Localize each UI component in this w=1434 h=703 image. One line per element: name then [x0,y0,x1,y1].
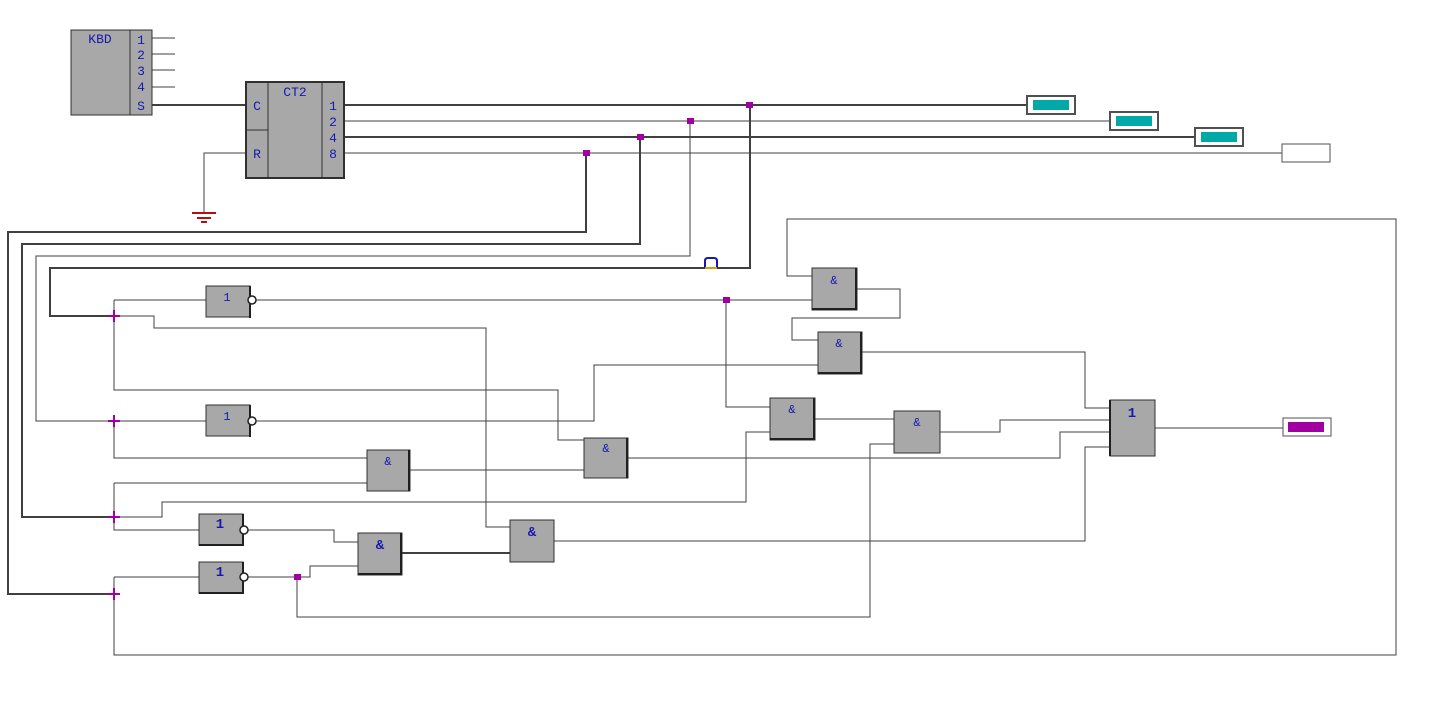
indicator-lamp[interactable] [1194,127,1244,147]
counter-block[interactable]: CT2 C R 1 2 4 8 [245,81,345,179]
wire-q1-tap [716,105,751,269]
and-gate[interactable]: & [357,532,403,576]
counter-output: 1 [329,99,337,114]
indicator-lamp[interactable] [1281,143,1331,163]
inverter-bubble [239,572,249,582]
wire-not1-branch [725,300,770,408]
gate-symbol: & [376,538,385,554]
ground-icon [192,212,216,223]
wire-q2-bus [35,121,691,422]
not-gate[interactable]: 1 [205,404,257,437]
wire-and7-out [791,288,901,341]
gate-symbol: 1 [216,517,224,533]
junction [746,102,753,108]
wire-q8-loop [113,218,1397,656]
wire-not2-out [256,364,818,422]
counter-output: 4 [329,131,337,146]
wire-q8-bus [7,153,587,595]
not-gate[interactable]: 1 [198,513,249,546]
and-gate[interactable]: & [583,437,629,479]
junction [637,134,644,140]
gate-symbol: & [528,525,537,541]
gate-symbol: 1 [223,291,230,305]
counter-output: 2 [329,115,337,130]
gate-symbol: 1 [216,565,224,581]
keyboard-pin: 2 [137,48,145,63]
gate-symbol: & [384,455,391,469]
wire-q1-branch [113,300,584,441]
counter-input: C [253,99,261,114]
wire-q1-and [114,315,510,528]
wire-and8-out [862,351,1110,409]
junction [294,574,301,580]
junction [583,150,590,156]
indicator-lamp[interactable] [1026,95,1076,115]
wire-not4-out [248,565,358,578]
gate-symbol: & [913,416,920,430]
wire-jumper-icon [704,257,718,268]
wire-q4-and [114,431,770,518]
counter-title: CT2 [283,85,306,100]
and-gate[interactable]: & [509,519,555,563]
gate-symbol: 1 [223,410,230,424]
and-gate[interactable]: & [769,397,816,441]
keyboard-pin: 3 [137,64,145,79]
gate-symbol: & [788,403,795,417]
inverter-bubble [247,295,257,305]
junctions [108,102,753,600]
wire-not4-branch [296,443,894,618]
wire-q2-branch [113,421,367,459]
wire-and4-out [554,446,1110,542]
and-gate[interactable]: & [811,267,858,311]
wire-q4-branch [113,483,199,531]
wires [7,37,1397,656]
keyboard-pin: 4 [137,80,145,95]
indicator-lamp[interactable] [1109,111,1159,131]
wire-q1-bus [49,267,706,317]
inverter-bubble [247,416,257,426]
wire-reset [203,152,246,212]
junction [687,118,694,124]
gate-symbol: & [602,442,609,456]
and-gate[interactable]: & [817,331,863,375]
wire-and2-out [628,431,1110,459]
and-gate[interactable]: & [366,449,411,492]
indicator-lamp[interactable] [1282,417,1332,437]
not-gate[interactable]: 1 [198,561,249,594]
gate-symbol: & [835,337,842,351]
and-gate[interactable]: & [893,410,941,454]
gate-symbol: & [830,274,837,288]
or-gate[interactable]: 1 [1109,399,1156,457]
wire-q4-bus [21,137,641,518]
keyboard-title: KBD [88,32,112,47]
wire-not3-out [248,529,358,543]
counter-output: 8 [329,147,337,162]
inverter-bubble [239,525,249,535]
not-gate[interactable]: 1 [205,285,257,318]
junction [723,297,730,303]
keyboard-pin: S [137,99,145,114]
wire-and6-out [940,419,1110,433]
keyboard-pin: 1 [137,33,145,48]
counter-input: R [253,147,261,162]
keyboard-block[interactable]: KBD 1 2 3 4 S [70,29,153,116]
gate-symbol: 1 [1128,406,1136,422]
